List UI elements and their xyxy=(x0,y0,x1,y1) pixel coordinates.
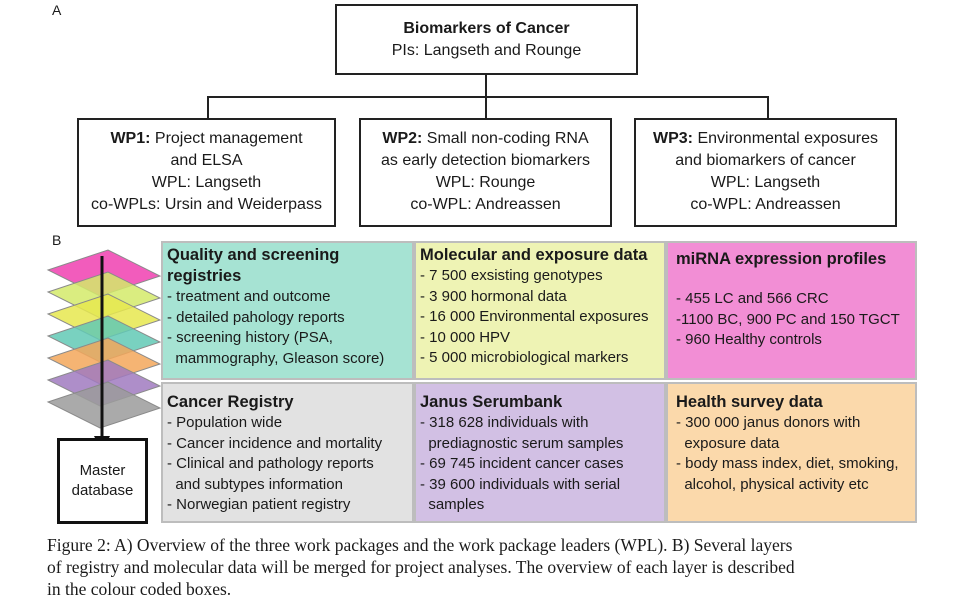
wp1-line2: and ELSA xyxy=(170,152,243,169)
tile-molecular-title: Molecular and exposure data xyxy=(420,246,648,264)
wp1-line1: WP1: Project management xyxy=(110,130,303,147)
list-item: - 16 000 Environmental exposures xyxy=(420,308,649,325)
tile-mirna-list: - 455 LC and 566 CRC -1100 BC, 900 PC an… xyxy=(676,289,911,351)
list-item: -1100 BC, 900 PC and 150 TGCT xyxy=(676,310,900,328)
wp1-line3: WPL: Langseth xyxy=(151,174,262,191)
wp2-line4: co-WPL: Andreassen xyxy=(410,196,561,213)
wp1-line4: co-WPLs: Ursin and Weiderpass xyxy=(91,196,322,213)
wp2-box: WP2: Small non-coding RNA as early detec… xyxy=(359,118,612,227)
list-item: - treatment and outcome xyxy=(167,288,331,305)
connector-wp1 xyxy=(207,96,209,118)
list-item: - 300 000 janus donors with xyxy=(676,414,861,431)
list-item: mammography, Gleason score) xyxy=(167,349,385,367)
panel-label-b: B xyxy=(52,232,62,248)
caption-line1: Figure 2: A) Overview of the three work … xyxy=(47,535,793,555)
tile-janus-title: Janus Serumbank xyxy=(420,393,563,411)
list-item: - 960 Healthy controls xyxy=(676,331,822,348)
wp3-line2: and biomarkers of cancer xyxy=(675,152,856,169)
list-item: exposure data xyxy=(676,434,780,452)
wp3-box: WP3: Environmental exposures and biomark… xyxy=(634,118,897,227)
wp3-line3: WPL: Langseth xyxy=(710,174,821,191)
tile-janus-serumbank: Janus Serumbank - 318 628 individuals wi… xyxy=(414,382,666,523)
list-item: - screening history (PSA, xyxy=(167,329,333,346)
layer-stack-illustration xyxy=(46,249,162,452)
connector-wp2 xyxy=(485,96,487,118)
list-item: - 5 000 microbiological markers xyxy=(420,349,629,366)
tile-janus-list: - 318 628 individuals with prediagnostic… xyxy=(420,413,660,516)
connector-horizontal xyxy=(208,96,768,98)
tile-registry-title: Cancer Registry xyxy=(167,393,294,411)
tile-health-title: Health survey data xyxy=(676,393,823,411)
tile-quality-list: - treatment and outcome - detailed pahol… xyxy=(167,287,408,369)
master-database-box: Master database xyxy=(57,438,148,524)
list-item: alcohol, physical activity etc xyxy=(676,475,869,493)
caption-line3: in the colour coded boxes. xyxy=(47,579,232,599)
list-item: - 39 600 individuals with serial xyxy=(420,475,621,493)
list-item: - 7 500 exsisting genotypes xyxy=(420,267,603,284)
list-item: - 10 000 HPV xyxy=(420,328,511,346)
list-item: prediagnostic serum samples xyxy=(420,434,624,452)
wp2-line2: as early detection biomarkers xyxy=(381,152,590,169)
master-line1: Master xyxy=(79,462,126,479)
connector-top xyxy=(485,75,487,97)
org-top-box: Biomarkers of Cancer PIs: Langseth and R… xyxy=(335,4,638,75)
list-item: - 3 900 hormonal data xyxy=(420,287,567,305)
wp2-line1: WP2: Small non-coding RNA xyxy=(382,130,589,147)
connector-wp3 xyxy=(767,96,769,118)
tile-molecular-list: - 7 500 exsisting genotypes - 3 900 horm… xyxy=(420,266,660,369)
data-layer-sheet xyxy=(46,381,162,429)
master-line2: database xyxy=(71,482,134,499)
list-item: - detailed pahology reports xyxy=(167,308,345,326)
tile-molecular-exposure: Molecular and exposure data - 7 500 exsi… xyxy=(414,241,666,380)
tile-mirna-title: miRNA expression profiles xyxy=(676,250,887,268)
list-item: samples xyxy=(420,496,485,513)
figure-caption: Figure 2: A) Overview of the three work … xyxy=(47,534,927,600)
tile-cancer-registry: Cancer Registry - Population wide - Canc… xyxy=(161,382,414,523)
list-item: - Norwegian patient registry xyxy=(167,496,351,513)
tile-health-list: - 300 000 janus donors with exposure dat… xyxy=(676,413,911,495)
list-item: - 69 745 incident cancer cases xyxy=(420,455,624,472)
wp3-line1: WP3: Environmental exposures xyxy=(653,130,878,147)
wp3-line4: co-WPL: Andreassen xyxy=(690,196,841,213)
list-item: - body mass index, diet, smoking, xyxy=(676,455,899,472)
wp2-line3: WPL: Rounge xyxy=(435,174,536,191)
list-item: - Clinical and pathology reports xyxy=(167,455,374,472)
caption-line2: of registry and molecular data will be m… xyxy=(47,557,795,577)
list-item: - Population wide xyxy=(167,414,283,431)
wp1-box: WP1: Project management and ELSA WPL: La… xyxy=(77,118,336,227)
list-item: - 455 LC and 566 CRC xyxy=(676,290,829,307)
list-item: - Cancer incidence and mortality xyxy=(167,434,383,452)
org-top-title: Biomarkers of Cancer xyxy=(403,20,570,37)
tile-mirna-profiles: miRNA expression profiles - 455 LC and 5… xyxy=(666,241,917,380)
panel-label-a: A xyxy=(52,2,62,18)
list-item: - 318 628 individuals with xyxy=(420,414,589,431)
org-top-pis: PIs: Langseth and Rounge xyxy=(391,42,582,59)
tile-health-survey: Health survey data - 300 000 janus donor… xyxy=(666,382,917,523)
tile-registry-list: - Population wide - Cancer incidence and… xyxy=(167,413,408,516)
list-item: and subtypes information xyxy=(167,475,343,493)
